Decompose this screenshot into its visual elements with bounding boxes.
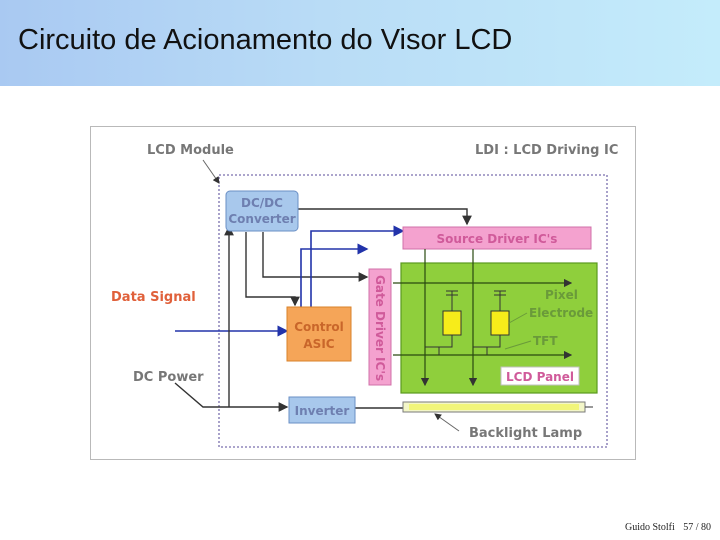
footer-page: 57 / 80 [683, 522, 712, 533]
data-signal-label: Data Signal [111, 290, 196, 305]
control-asic-box [286, 306, 352, 362]
wire-blue-source [310, 225, 405, 241]
wire-control-gate [300, 243, 369, 307]
tft-label: TFT [533, 334, 558, 348]
wire-dcdc-gate [262, 232, 369, 282]
tft-1 [425, 335, 453, 355]
lcd-panel-tag [500, 366, 580, 386]
ldi-label: LDI : LCD Driving IC [475, 143, 618, 158]
pixel-label-2: Electrode [529, 306, 593, 320]
capacitor-1 [446, 290, 458, 311]
pixel-pointer [508, 312, 528, 324]
gate-driver-label: Gate Driver IC's [373, 275, 387, 381]
slide-title: Circuito de Acionamento do Visor LCD [18, 24, 513, 56]
diagram-svg: LCD Module LDI : LCD Driving IC DC/DC Co… [111, 143, 618, 448]
control-label-1: Control [294, 320, 344, 334]
dcdc-label-2: Converter [228, 212, 295, 226]
source-driver-box [402, 226, 592, 250]
slide-footer: Guido Stolfi 57 / 80 [625, 522, 717, 533]
tft-2 [473, 335, 501, 355]
control-label-2: ASIC [303, 337, 334, 351]
lcd-module-pointer [202, 159, 220, 184]
pixel-label-1: Pixel [545, 288, 578, 302]
lcd-panel-label: LCD Panel [506, 370, 574, 384]
gate-driver-box [368, 268, 392, 386]
wire-dc-power [174, 382, 289, 412]
dcdc-label-1: DC/DC [241, 196, 283, 210]
backlight-label: Backlight Lamp [469, 426, 582, 441]
pixel-electrode-2 [490, 310, 510, 336]
wire-dcdc-source [297, 208, 472, 226]
inverter-label: Inverter [295, 404, 350, 418]
dc-power-label: DC Power [133, 370, 204, 385]
backlight-glow [409, 404, 579, 410]
inverter-box [288, 396, 356, 424]
lcd-module-label: LCD Module [147, 143, 234, 158]
dcdc-converter-box [225, 190, 299, 232]
lcd-module-boundary [218, 174, 608, 448]
wire-dcdc-control [245, 232, 300, 307]
pixel-electrode-1 [442, 310, 462, 336]
tft-pointer [504, 340, 532, 350]
lcd-drive-circuit-diagram: LCD Module LDI : LCD Driving IC DC/DC Co… [90, 126, 636, 460]
title-bar: Circuito de Acionamento do Visor LCD [0, 0, 720, 86]
capacitor-2 [494, 290, 506, 311]
source-driver-label: Source Driver IC's [437, 232, 558, 246]
backlight-pointer [434, 413, 460, 432]
footer-author: Guido Stolfi [625, 522, 675, 533]
